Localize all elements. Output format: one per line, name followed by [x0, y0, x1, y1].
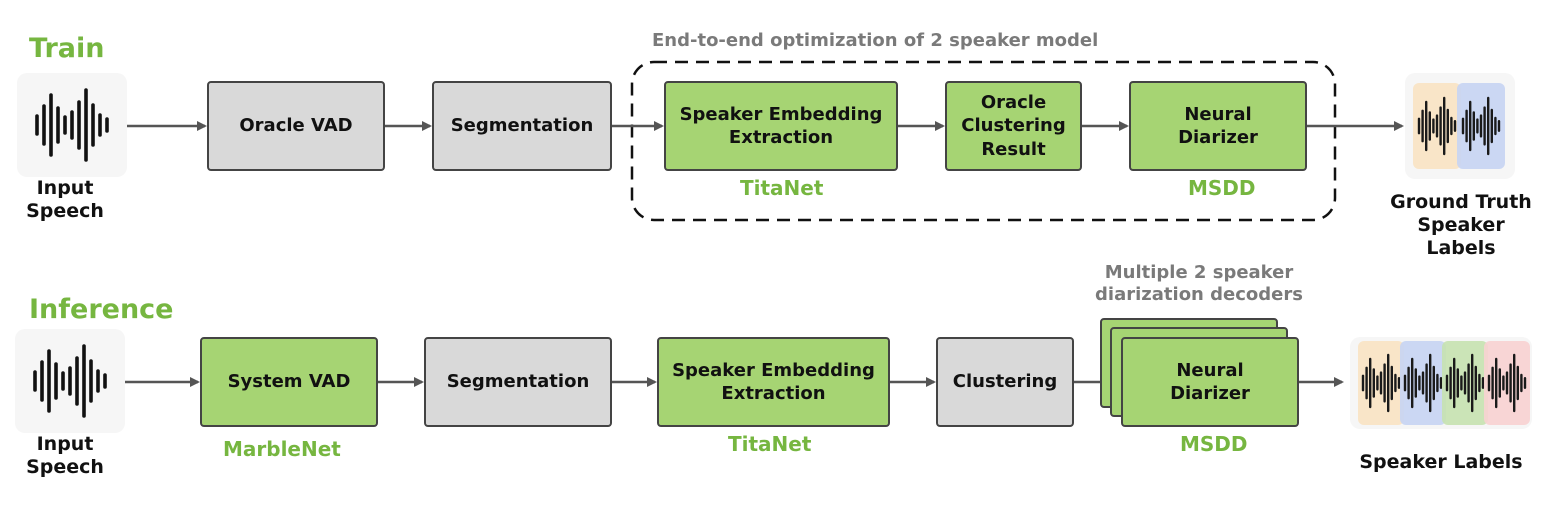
train-embedding-box: Speaker Embedding Extraction — [664, 81, 898, 171]
inference-titanet-label: TitaNet — [728, 432, 812, 456]
e2e-caption: End-to-end optimization of 2 speaker mod… — [652, 30, 1099, 51]
marblenet-label: MarbleNet — [223, 437, 341, 461]
train-input-waveform-icon — [17, 73, 127, 177]
ground-truth-label: Ground Truth Speaker Labels — [1390, 191, 1532, 259]
inference-embedding-box: Speaker Embedding Extraction — [657, 337, 890, 427]
system-vad-box: System VAD — [200, 337, 378, 427]
inference-input-label: Input Speech — [26, 433, 104, 478]
train-segmentation-box: Segmentation — [432, 81, 612, 171]
train-titanet-label: TitaNet — [740, 176, 824, 200]
speaker-labels-label: Speaker Labels — [1359, 451, 1523, 473]
inference-segmentation-box: Segmentation — [424, 337, 612, 427]
inference-input-waveform-icon — [15, 329, 125, 433]
train-input-label: Input Speech — [26, 177, 104, 222]
clustering-box: Clustering — [936, 337, 1074, 427]
speaker-waveform-icon — [1358, 341, 1530, 425]
waveform-icon — [33, 344, 107, 418]
oracle-clustering-box: Oracle Clustering Result — [945, 81, 1082, 171]
train-neural-diarizer-box: Neural Diarizer — [1129, 81, 1307, 171]
speaker-waveform-icon — [1413, 83, 1505, 169]
inference-neural-diarizer-box: Neural Diarizer — [1121, 337, 1299, 427]
inference-section-title: Inference — [29, 294, 174, 325]
oracle-vad-box: Oracle VAD — [207, 81, 385, 171]
inference-msdd-label: MSDD — [1180, 432, 1248, 456]
train-output-waveform-icon — [1405, 73, 1515, 179]
inference-output-waveform-icon — [1350, 337, 1532, 429]
waveform-icon — [35, 88, 109, 162]
decoders-caption: Multiple 2 speaker diarization decoders — [1095, 262, 1303, 305]
train-section-title: Train — [29, 33, 105, 64]
train-msdd-label: MSDD — [1188, 176, 1256, 200]
